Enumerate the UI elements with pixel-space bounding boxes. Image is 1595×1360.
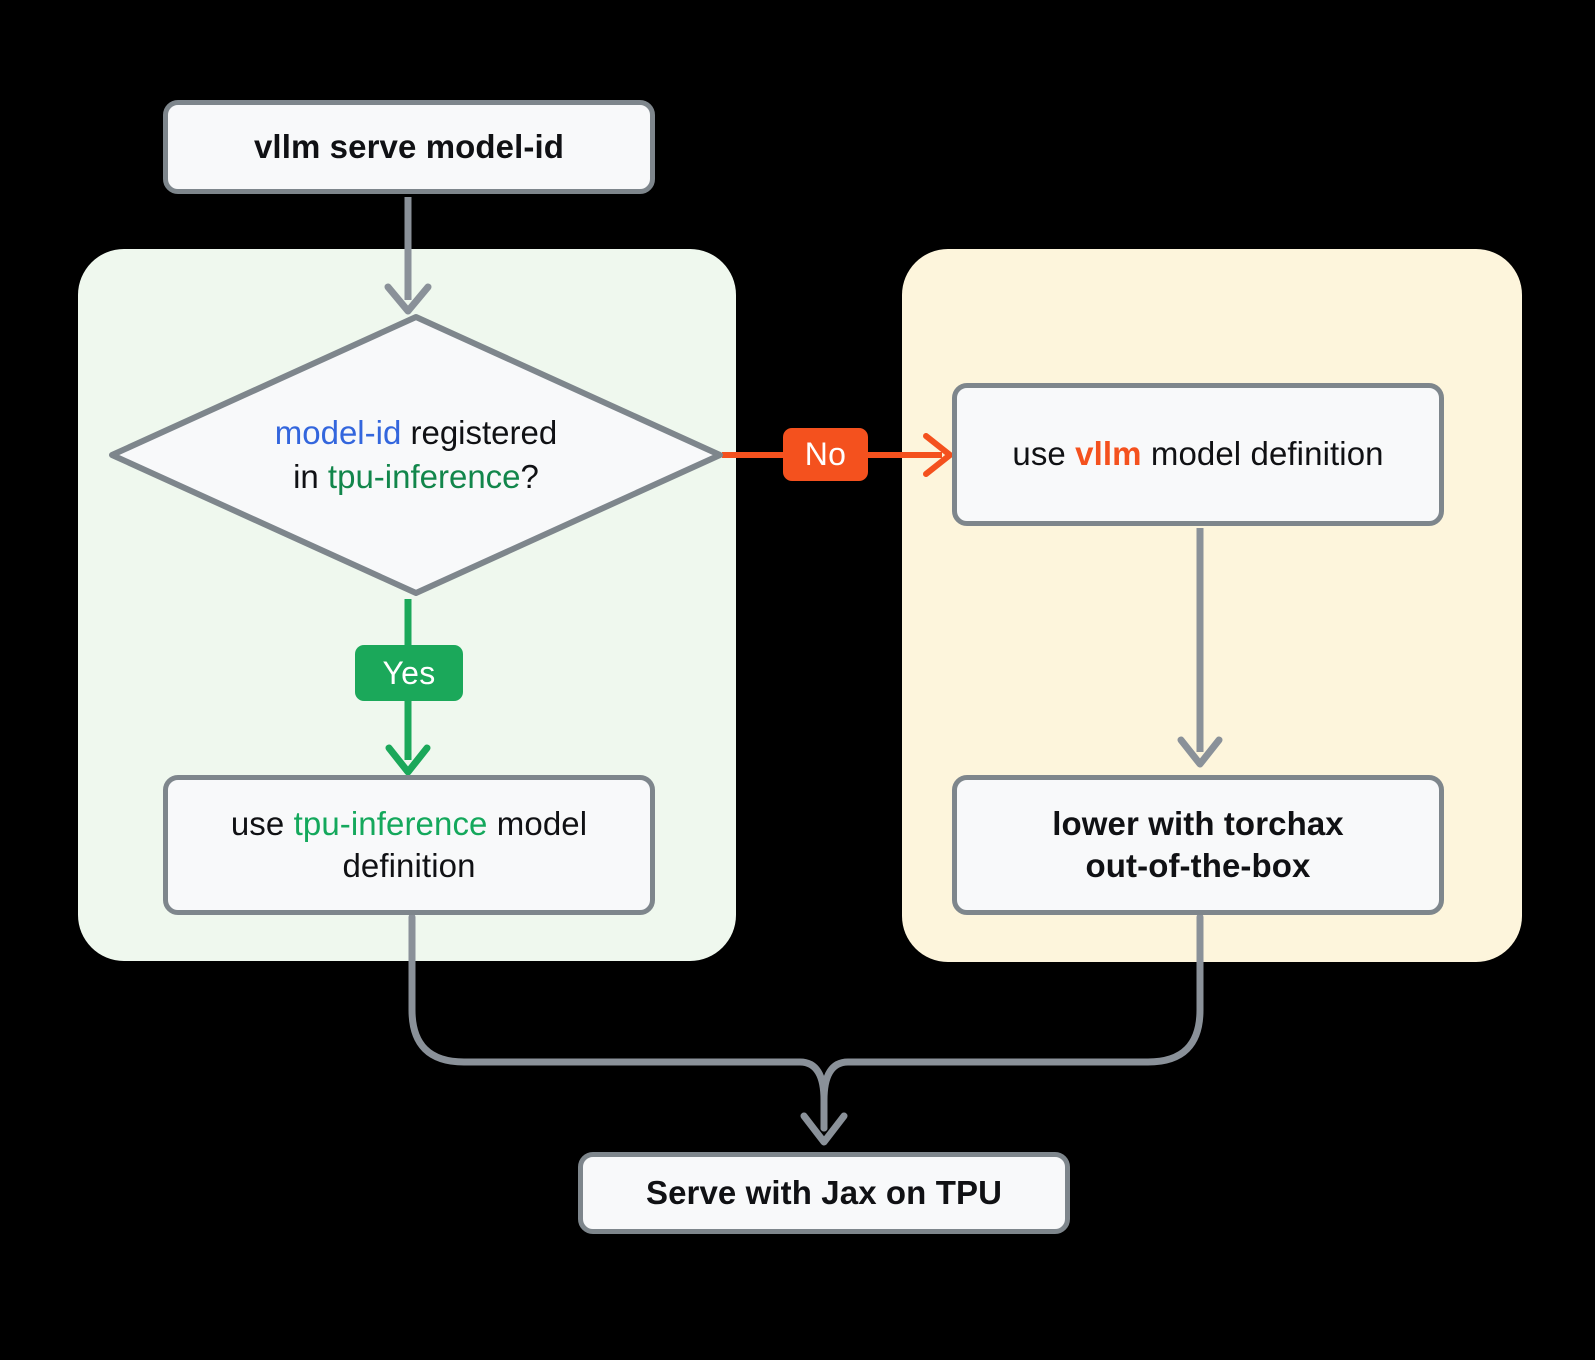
tpu-def-tail: model definition xyxy=(342,804,588,884)
edge-label-no: No xyxy=(783,428,868,481)
token-model-id: model-id xyxy=(274,414,402,452)
node-vllm-model-definition[interactable]: use vllm model definition xyxy=(952,383,1444,526)
node-decision-label: model-id registered in tpu-inference? xyxy=(108,313,724,597)
token-vllm: vllm xyxy=(1075,435,1142,473)
vllm-def-head: use xyxy=(1012,435,1076,473)
node-lower-with-torchax-label: lower with torchax out-of-the-box xyxy=(1052,803,1344,887)
torchax-line2: out-of-the-box xyxy=(1085,847,1311,884)
decision-line1-tail: registered xyxy=(401,414,558,452)
token-tpu-inference: tpu-inference xyxy=(327,458,521,495)
node-serve-with-jax-on-tpu[interactable]: Serve with Jax on TPU xyxy=(578,1152,1070,1234)
edge-label-no-text: No xyxy=(804,436,847,472)
node-tpu-inference-model-definition[interactable]: use tpu-inference model definition xyxy=(163,775,655,915)
decision-line2-head: in xyxy=(293,458,328,495)
edge-label-yes: Yes xyxy=(355,645,463,701)
edge-label-yes-text: Yes xyxy=(382,654,436,691)
node-vllm-model-definition-label: use vllm model definition xyxy=(1012,433,1383,475)
node-lower-with-torchax[interactable]: lower with torchax out-of-the-box xyxy=(952,775,1444,915)
decision-line2-tail: ? xyxy=(520,458,539,495)
torchax-line1: lower with torchax xyxy=(1052,804,1344,842)
node-serve-with-jax-on-tpu-label: Serve with Jax on TPU xyxy=(645,1173,1003,1211)
node-tpu-inference-model-definition-label: use tpu-inference model definition xyxy=(190,803,628,887)
token-tpu-inference-bright: tpu-inference xyxy=(293,804,488,842)
tpu-def-head: use xyxy=(230,804,294,842)
vllm-def-tail: model definition xyxy=(1141,435,1384,473)
node-decision[interactable]: model-id registered in tpu-inference? xyxy=(108,313,724,597)
decision-diamond-shape xyxy=(109,314,723,596)
node-start-label: vllm serve model-id xyxy=(253,127,565,165)
node-start[interactable]: vllm serve model-id xyxy=(163,100,655,194)
